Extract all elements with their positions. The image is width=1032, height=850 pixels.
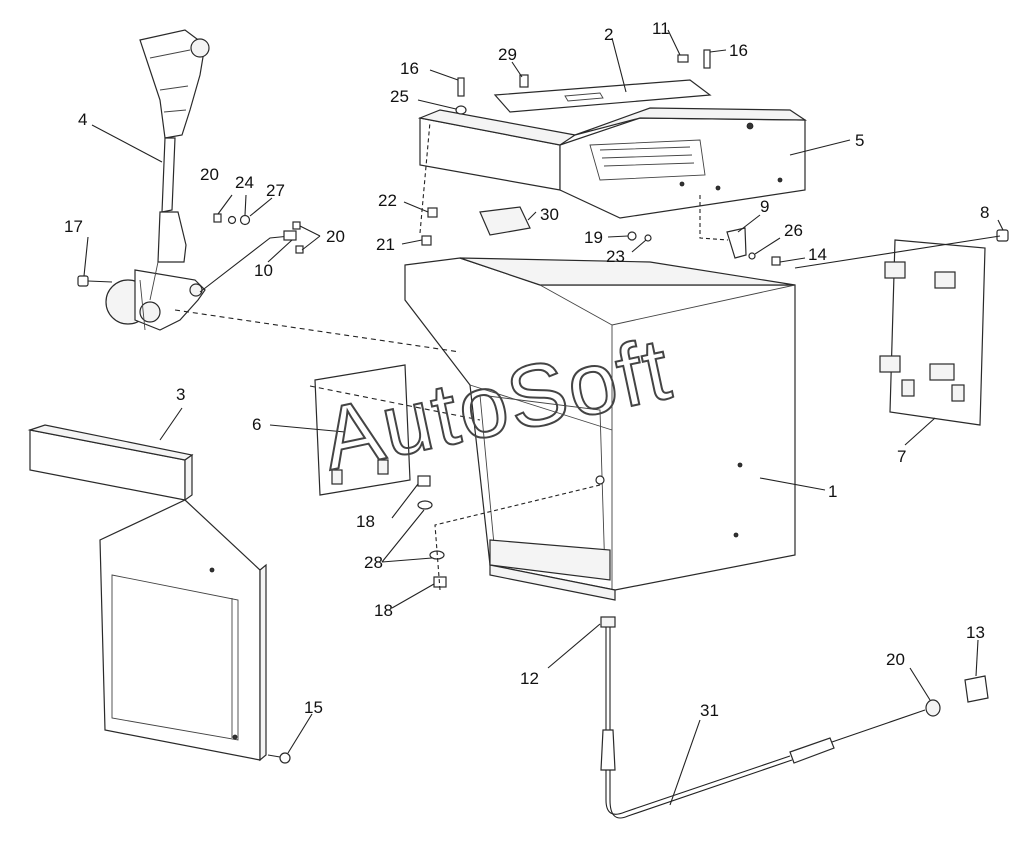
callout-30: 30 bbox=[540, 205, 559, 224]
callout-10: 10 bbox=[254, 261, 273, 280]
callout-20-mid: 20 bbox=[326, 227, 345, 246]
callout-22: 22 bbox=[378, 191, 397, 210]
part-2-top-plate bbox=[493, 79, 712, 113]
callout-3: 3 bbox=[176, 385, 185, 404]
callout-9: 9 bbox=[760, 197, 769, 216]
callout-labels: 1 2 3 4 5 6 7 8 9 10 11 12 13 14 15 16 1… bbox=[64, 19, 989, 720]
callout-25: 25 bbox=[390, 87, 409, 106]
callout-11: 11 bbox=[652, 19, 670, 38]
callout-18-lower: 18 bbox=[374, 601, 393, 620]
callout-4: 4 bbox=[78, 110, 87, 129]
part-10-rod bbox=[199, 230, 297, 293]
callout-7: 7 bbox=[897, 447, 906, 466]
part-5-instrument-console bbox=[417, 107, 808, 219]
callout-17: 17 bbox=[64, 217, 83, 236]
callout-20-cable: 20 bbox=[886, 650, 905, 669]
part-31-cable bbox=[600, 616, 989, 819]
callout-28: 28 bbox=[364, 553, 383, 572]
callout-16-left: 16 bbox=[400, 59, 419, 78]
callout-2: 2 bbox=[604, 25, 613, 44]
part-4-shift-lever bbox=[105, 29, 210, 331]
part-1-main-housing bbox=[404, 257, 796, 601]
leader-lines bbox=[83, 29, 1004, 806]
callout-13: 13 bbox=[966, 623, 985, 642]
callout-6: 6 bbox=[252, 415, 261, 434]
part-30-block bbox=[479, 206, 531, 236]
part-15-screw bbox=[267, 752, 291, 764]
callout-24: 24 bbox=[235, 173, 254, 192]
callout-15: 15 bbox=[304, 698, 323, 717]
callout-20-upper: 20 bbox=[200, 165, 219, 184]
part-6-side-panel bbox=[314, 364, 411, 496]
callout-12: 12 bbox=[520, 669, 539, 688]
callout-16-right: 16 bbox=[729, 41, 748, 60]
callout-31: 31 bbox=[700, 701, 719, 720]
part-7-mounting-plate bbox=[879, 239, 986, 426]
part-8-bolt bbox=[996, 229, 1009, 242]
hardware-upper bbox=[417, 49, 711, 588]
callout-21: 21 bbox=[376, 235, 395, 254]
callout-26: 26 bbox=[784, 221, 803, 240]
callout-8: 8 bbox=[980, 203, 989, 222]
callout-18-upper: 18 bbox=[356, 512, 375, 531]
hardware-20-24-27 bbox=[213, 213, 304, 254]
callout-14: 14 bbox=[808, 245, 827, 264]
callout-1: 1 bbox=[828, 482, 837, 501]
part-3-front-cover bbox=[27, 424, 267, 762]
callout-19: 19 bbox=[584, 228, 603, 247]
callout-23: 23 bbox=[606, 247, 625, 266]
assembly-lines bbox=[174, 121, 1001, 591]
callout-27: 27 bbox=[266, 181, 285, 200]
callout-5: 5 bbox=[855, 131, 864, 150]
part-17-bolt bbox=[77, 275, 113, 287]
part-9-bracket bbox=[726, 227, 781, 266]
callout-29: 29 bbox=[498, 45, 517, 64]
